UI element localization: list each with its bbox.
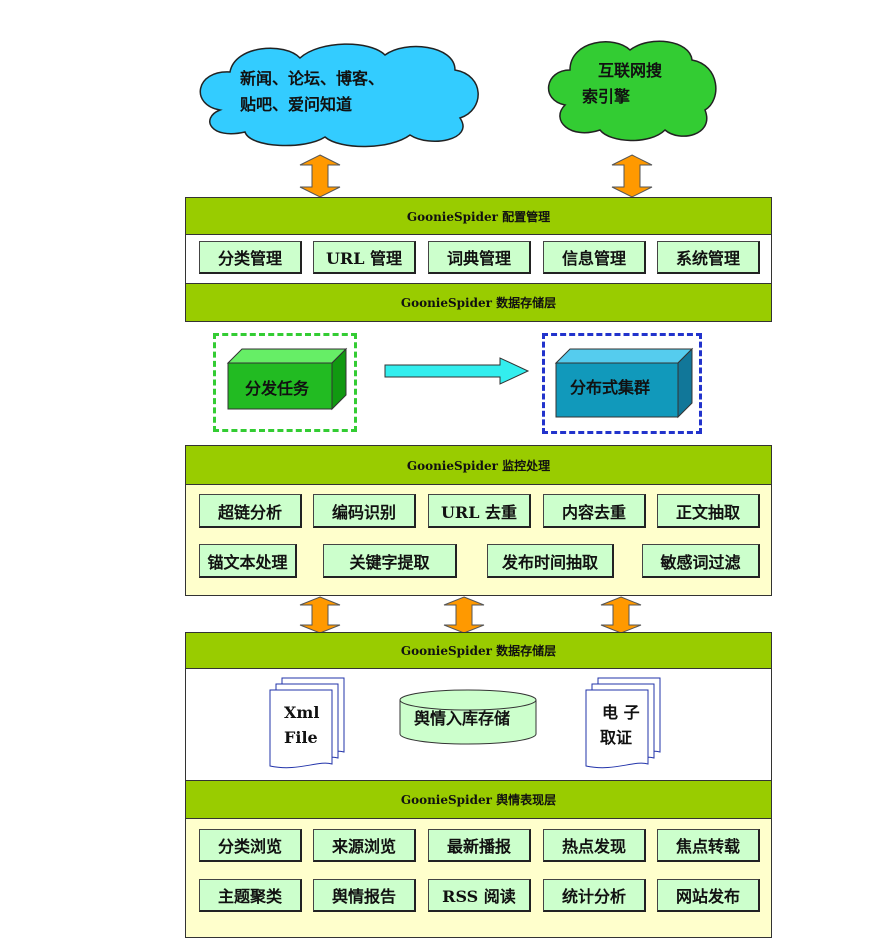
double-arrow-icon xyxy=(299,154,341,198)
config-header: GoonieSpider 配置管理 xyxy=(185,197,772,235)
task-block xyxy=(226,347,348,411)
cluster-frame xyxy=(542,333,702,434)
cloud-search-line1: 互联网搜 xyxy=(598,61,663,80)
presentation-item[interactable]: 来源浏览 xyxy=(313,829,416,862)
presentation-item[interactable]: 主题聚类 xyxy=(199,879,302,912)
right-arrow-icon xyxy=(384,357,530,385)
presentation-item[interactable]: 最新播报 xyxy=(428,829,531,862)
double-arrow-icon xyxy=(611,154,653,198)
xml-file-icon xyxy=(269,677,345,769)
presentation-item[interactable]: 焦点转载 xyxy=(657,829,760,862)
evidence-line2: 取证 xyxy=(600,728,633,747)
task-label: 分发任务 xyxy=(245,379,310,398)
cloud-search-line2: 索引擎 xyxy=(582,87,631,106)
config-item-system[interactable]: 系统管理 xyxy=(657,241,760,274)
presentation-header: GoonieSpider 舆情表现层 xyxy=(185,780,772,819)
presentation-item[interactable]: 热点发现 xyxy=(543,829,646,862)
config-item-dictionary[interactable]: 词典管理 xyxy=(428,241,531,274)
monitor-item-anchor[interactable]: 锚文本处理 xyxy=(199,544,297,578)
monitor-item-keyword[interactable]: 关键字提取 xyxy=(323,544,457,578)
monitor-item-sensitive[interactable]: 敏感词过滤 xyxy=(642,544,760,578)
config-item-info[interactable]: 信息管理 xyxy=(543,241,646,274)
monitor-item-url-dedup[interactable]: URL 去重 xyxy=(428,494,531,528)
cluster-label: 分布式集群 xyxy=(570,378,651,397)
config-panel: 分类管理 URL 管理 词典管理 信息管理 系统管理 xyxy=(185,234,772,284)
presentation-item[interactable]: 分类浏览 xyxy=(199,829,302,862)
xml-file-line1: Xml xyxy=(284,703,320,722)
cloud-sources-line2: 贴吧、爱问知道 xyxy=(240,95,353,114)
presentation-panel: 分类浏览 来源浏览 最新播报 热点发现 焦点转载 主题聚类 舆情报告 RSS 阅… xyxy=(185,818,772,938)
evidence-line1: 电 子 xyxy=(602,703,640,722)
cloud-search xyxy=(547,40,717,142)
storage-header-1: GoonieSpider 数据存储层 xyxy=(185,283,772,322)
monitor-item-pubtime[interactable]: 发布时间抽取 xyxy=(487,544,614,578)
double-arrow-icon xyxy=(600,596,642,634)
double-arrow-icon xyxy=(443,596,485,634)
database-label: 舆情入库存储 xyxy=(414,709,511,728)
presentation-item[interactable]: 网站发布 xyxy=(657,879,760,912)
monitor-item-encoding[interactable]: 编码识别 xyxy=(313,494,416,528)
monitor-header: GoonieSpider 监控处理 xyxy=(185,445,772,485)
double-arrow-icon xyxy=(299,596,341,634)
cloud-sources xyxy=(199,43,479,148)
database-icon xyxy=(399,689,537,745)
presentation-item[interactable]: 舆情报告 xyxy=(313,879,416,912)
presentation-item[interactable]: 统计分析 xyxy=(543,879,646,912)
config-item-category[interactable]: 分类管理 xyxy=(199,241,302,274)
storage-header-2: GoonieSpider 数据存储层 xyxy=(185,632,772,669)
presentation-item[interactable]: RSS 阅读 xyxy=(428,879,531,912)
evidence-doc-icon xyxy=(585,677,661,769)
config-item-url[interactable]: URL 管理 xyxy=(313,241,416,274)
monitor-item-link-analysis[interactable]: 超链分析 xyxy=(199,494,302,528)
monitor-item-content-dedup[interactable]: 内容去重 xyxy=(543,494,646,528)
monitor-panel: 超链分析 编码识别 URL 去重 内容去重 正文抽取 锚文本处理 关键字提取 发… xyxy=(185,484,772,596)
xml-file-line2: File xyxy=(284,728,318,747)
task-frame xyxy=(213,333,357,432)
monitor-item-text-extract[interactable]: 正文抽取 xyxy=(657,494,760,528)
cloud-sources-line1: 新闻、论坛、博客、 xyxy=(240,69,385,88)
cluster-block xyxy=(554,347,694,419)
